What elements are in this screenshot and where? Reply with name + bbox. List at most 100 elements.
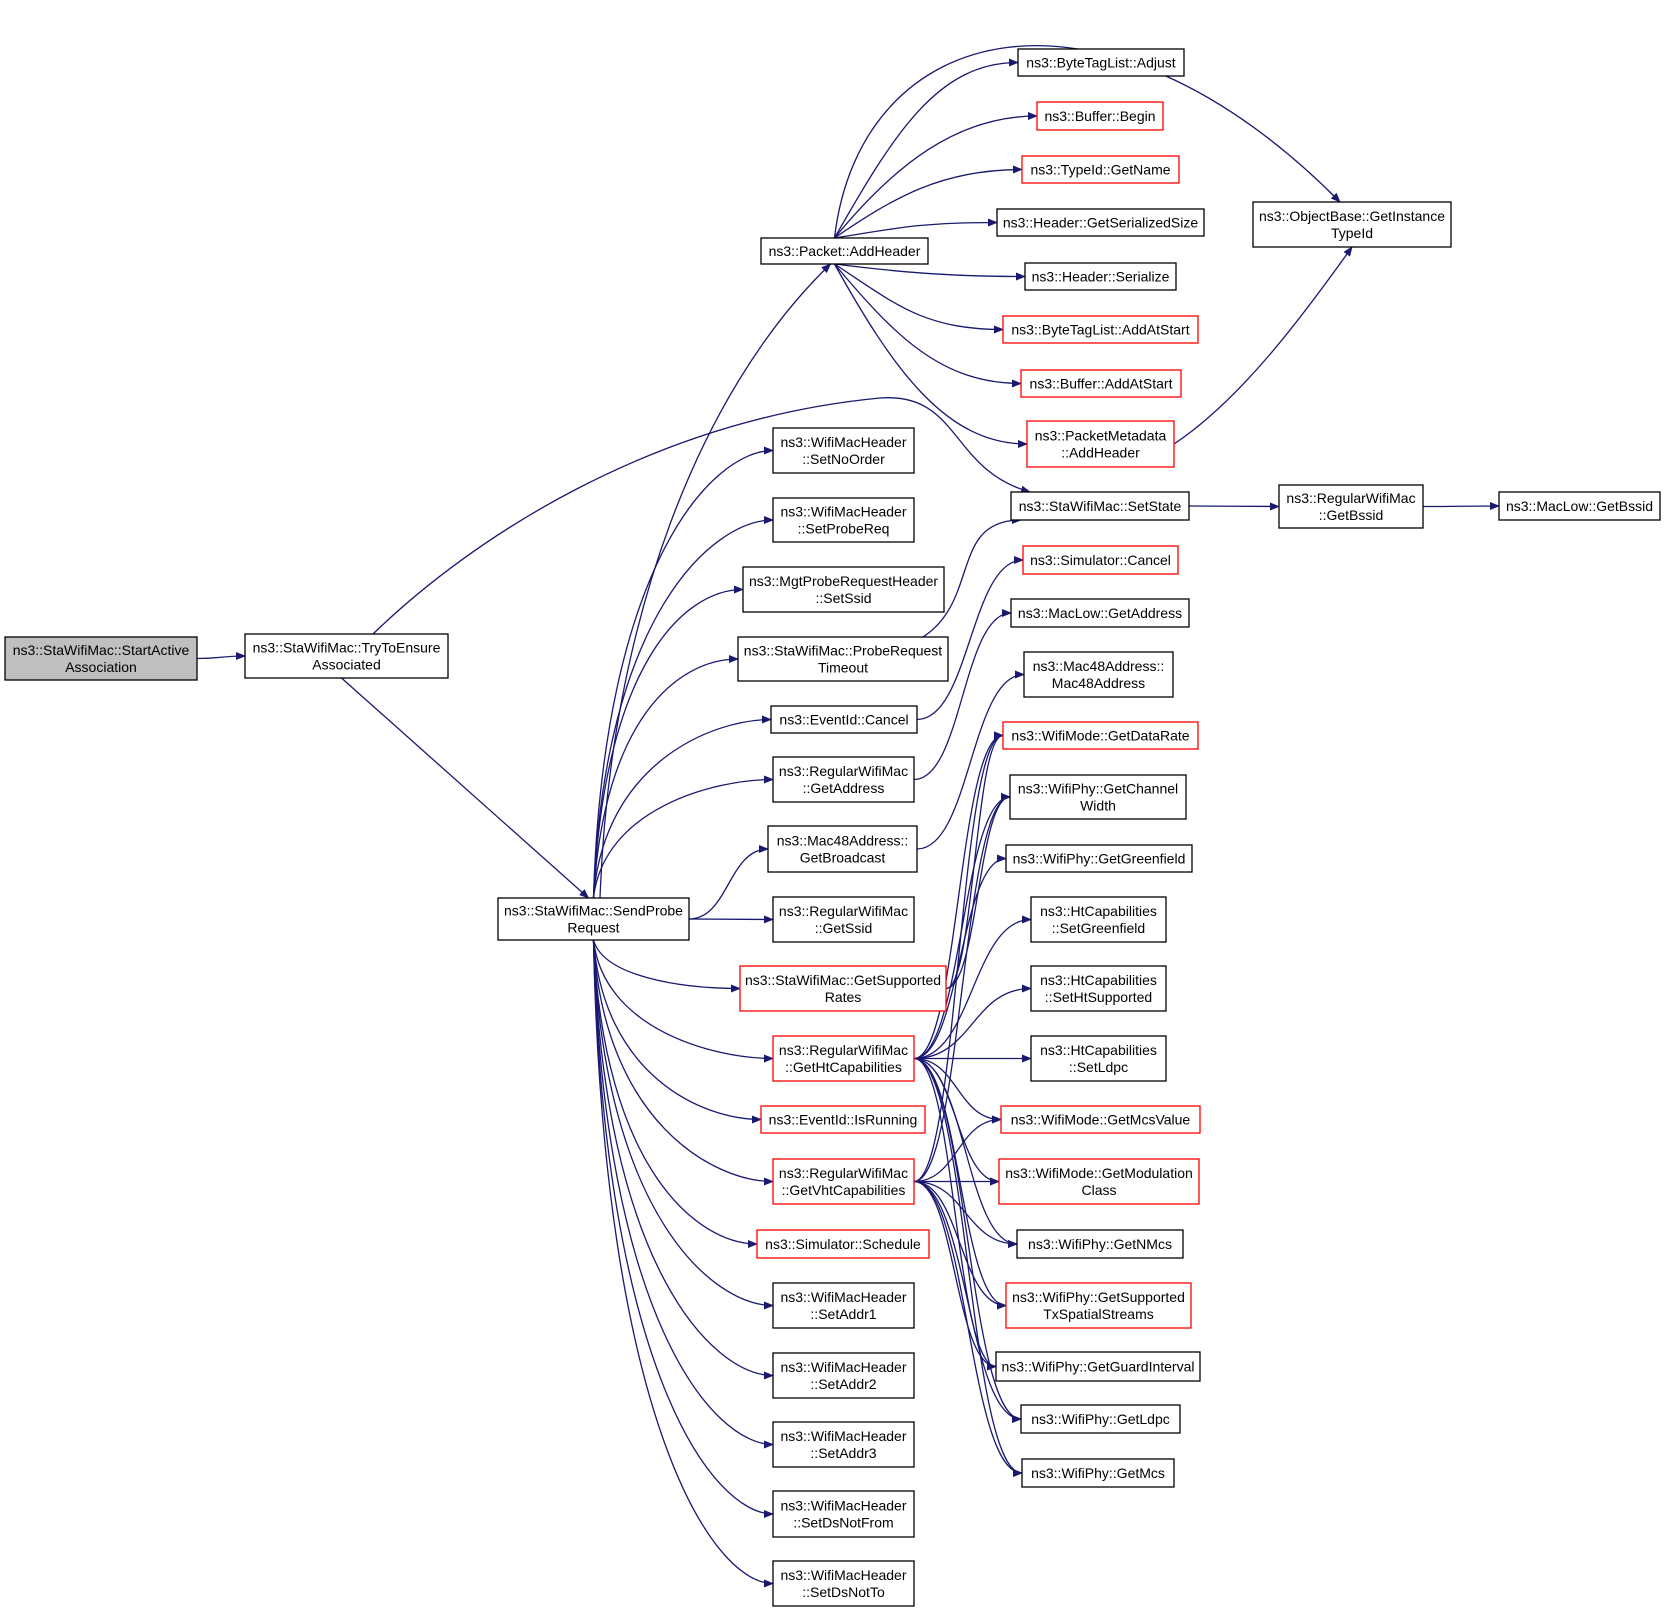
node-addheader[interactable]: ns3::Packet::AddHeader: [760, 237, 929, 265]
node-wm_getmcsval[interactable]: ns3::WifiMode::GetMcsValue: [1000, 1105, 1201, 1134]
node-label: Associated: [312, 657, 380, 673]
node-label: ns3::WifiPhy::GetLdpc: [1031, 1411, 1170, 1427]
node-ht_sethtsup[interactable]: ns3::HtCapabilities::SetHtSupported: [1030, 965, 1167, 1012]
node-rwm_getbssid[interactable]: ns3::RegularWifiMac::GetBssid: [1278, 484, 1424, 529]
node-label: ns3::WifiMacHeader: [780, 1498, 906, 1514]
node-box: [1026, 420, 1175, 468]
node-label: ns3::HtCapabilities: [1040, 903, 1157, 919]
node-label: ::SetAddr1: [810, 1306, 876, 1322]
node-box: [772, 1282, 915, 1329]
node-pm_addheader[interactable]: ns3::PacketMetadata::AddHeader: [1026, 420, 1175, 468]
node-label: ::AddHeader: [1061, 445, 1140, 461]
edge-sendprobe-setprobereq: [592, 516, 774, 899]
node-btl_addatstart[interactable]: ns3::ByteTagList::AddAtStart: [1002, 315, 1199, 344]
node-label: ::SetSsid: [815, 590, 871, 606]
node-phy_getgreen[interactable]: ns3::WifiPhy::GetGreenfield: [1005, 844, 1193, 873]
edge-getvht-phy_getsuptx: [913, 1180, 1007, 1310]
edge-sendprobe-addheader: [599, 263, 832, 899]
node-box: [1000, 1105, 1201, 1134]
node-label: Timeout: [818, 660, 868, 676]
node-hdr_getsersize[interactable]: ns3::Header::GetSerializedSize: [996, 208, 1205, 237]
edge-sendprobe-setaddr3: [592, 939, 774, 1449]
node-eventid_cancel[interactable]: ns3::EventId::Cancel: [770, 705, 918, 734]
node-phy_getnmcs[interactable]: ns3::WifiPhy::GetNMcs: [1016, 1229, 1184, 1259]
node-label: ::GetSsid: [815, 920, 873, 936]
node-box: [1016, 1229, 1184, 1259]
node-sim_schedule[interactable]: ns3::Simulator::Schedule: [756, 1229, 930, 1259]
node-isrunning[interactable]: ns3::EventId::IsRunning: [760, 1105, 926, 1134]
node-setaddr2[interactable]: ns3::WifiMacHeader::SetAddr2: [772, 1352, 915, 1399]
node-setaddr3[interactable]: ns3::WifiMacHeader::SetAddr3: [772, 1421, 915, 1468]
node-maclow_getaddr[interactable]: ns3::MacLow::GetAddress: [1010, 598, 1190, 628]
node-phy_getsuptx[interactable]: ns3::WifiPhy::GetSupportedTxSpatialStrea…: [1005, 1282, 1192, 1329]
edge-addheader-pm_addheader: [833, 263, 1028, 448]
node-box: [772, 1421, 915, 1468]
node-label: ns3::RegularWifiMac: [779, 1165, 908, 1181]
node-label: ::SetGreenfield: [1052, 920, 1145, 936]
node-phy_getmcs[interactable]: ns3::WifiPhy::GetMcs: [1021, 1458, 1175, 1488]
edge-sendprobe-isrunning: [592, 939, 762, 1124]
node-label: ns3::EventId::Cancel: [779, 712, 908, 728]
node-wm_getdatarate[interactable]: ns3::WifiMode::GetDataRate: [1002, 721, 1199, 750]
edge-getht-phy_getmcs: [913, 1057, 1023, 1477]
node-maclow_getbssid[interactable]: ns3::MacLow::GetBssid: [1498, 491, 1661, 521]
node-box: [760, 237, 929, 265]
node-getht[interactable]: ns3::RegularWifiMac::GetHtCapabilities: [772, 1035, 915, 1082]
edge-getht-wm_getdatarate: [913, 731, 1004, 1060]
node-box: [760, 1105, 926, 1134]
edge-getht-ht_sethtsup: [913, 984, 1032, 1060]
node-label: ::SetProbeReq: [798, 521, 890, 537]
node-setnoorder[interactable]: ns3::WifiMacHeader::SetNoOrder: [772, 427, 915, 474]
node-setprobereq[interactable]: ns3::WifiMacHeader::SetProbeReq: [772, 497, 915, 543]
node-label: GetBroadcast: [800, 850, 886, 866]
node-label: ns3::RegularWifiMac: [779, 763, 908, 779]
node-label: ns3::MacLow::GetAddress: [1018, 605, 1182, 621]
node-label: ns3::Header::Serialize: [1032, 269, 1170, 285]
edge-sendprobe-getvht: [592, 939, 774, 1186]
node-mgt_setssid[interactable]: ns3::MgtProbeRequestHeader::SetSsid: [742, 566, 945, 613]
node-setstate[interactable]: ns3::StaWifiMac::SetState: [1010, 491, 1190, 521]
node-ht_setgreen[interactable]: ns3::HtCapabilities::SetGreenfield: [1030, 896, 1167, 943]
node-mac48_ctor[interactable]: ns3::Mac48Address::Mac48Address: [1023, 651, 1174, 698]
node-btl_adjust[interactable]: ns3::ByteTagList::Adjust: [1017, 48, 1185, 77]
node-box: [1021, 155, 1180, 184]
edge-getvht-phy_getmcs: [913, 1180, 1023, 1477]
edge-sendprobe-rwm_getaddress: [592, 775, 774, 899]
node-ht_setldpc[interactable]: ns3::HtCapabilities::SetLdpc: [1030, 1035, 1167, 1082]
node-setaddr1[interactable]: ns3::WifiMacHeader::SetAddr1: [772, 1282, 915, 1329]
node-buf_addatstart[interactable]: ns3::Buffer::AddAtStart: [1020, 369, 1182, 398]
node-typeid_getname[interactable]: ns3::TypeId::GetName: [1021, 155, 1180, 184]
node-mac48_getbcast[interactable]: ns3::Mac48Address::GetBroadcast: [767, 825, 918, 873]
edge-sendprobe-setdsnotto: [592, 939, 774, 1588]
node-sim_cancel[interactable]: ns3::Simulator::Cancel: [1022, 545, 1179, 575]
edge-getvht-phy_getnmcs: [913, 1180, 1018, 1248]
node-hdr_serialize[interactable]: ns3::Header::Serialize: [1024, 262, 1177, 291]
node-rwm_getaddress[interactable]: ns3::RegularWifiMac::GetAddress: [772, 756, 915, 803]
node-box: [1009, 774, 1187, 820]
node-label: ns3::WifiMode::GetModulation: [1005, 1165, 1193, 1181]
edge-sendprobe-setdsnotfrom: [592, 939, 774, 1518]
edges: [196, 44, 1500, 1588]
node-label: ns3::MgtProbeRequestHeader: [749, 573, 938, 589]
node-buf_begin[interactable]: ns3::Buffer::Begin: [1036, 101, 1164, 131]
node-label: ns3::EventId::IsRunning: [769, 1112, 918, 1128]
node-box: [770, 705, 918, 734]
node-rwm_getssid[interactable]: ns3::RegularWifiMac::GetSsid: [772, 896, 915, 943]
node-box: [1252, 201, 1452, 248]
node-getvht[interactable]: ns3::RegularWifiMac::GetVhtCapabilities: [772, 1158, 915, 1205]
node-label: ::SetDsNotFrom: [793, 1515, 893, 1531]
node-box: [772, 1158, 915, 1205]
node-phy_getldpc[interactable]: ns3::WifiPhy::GetLdpc: [1020, 1404, 1181, 1434]
node-label: ns3::TypeId::GetName: [1030, 162, 1170, 178]
node-setdsnotto[interactable]: ns3::WifiMacHeader::SetDsNotTo: [772, 1560, 915, 1607]
node-phy_getgi[interactable]: ns3::WifiPhy::GetGuardInterval: [995, 1351, 1201, 1382]
node-setdsnotfrom[interactable]: ns3::WifiMacHeader::SetDsNotFrom: [772, 1490, 915, 1538]
